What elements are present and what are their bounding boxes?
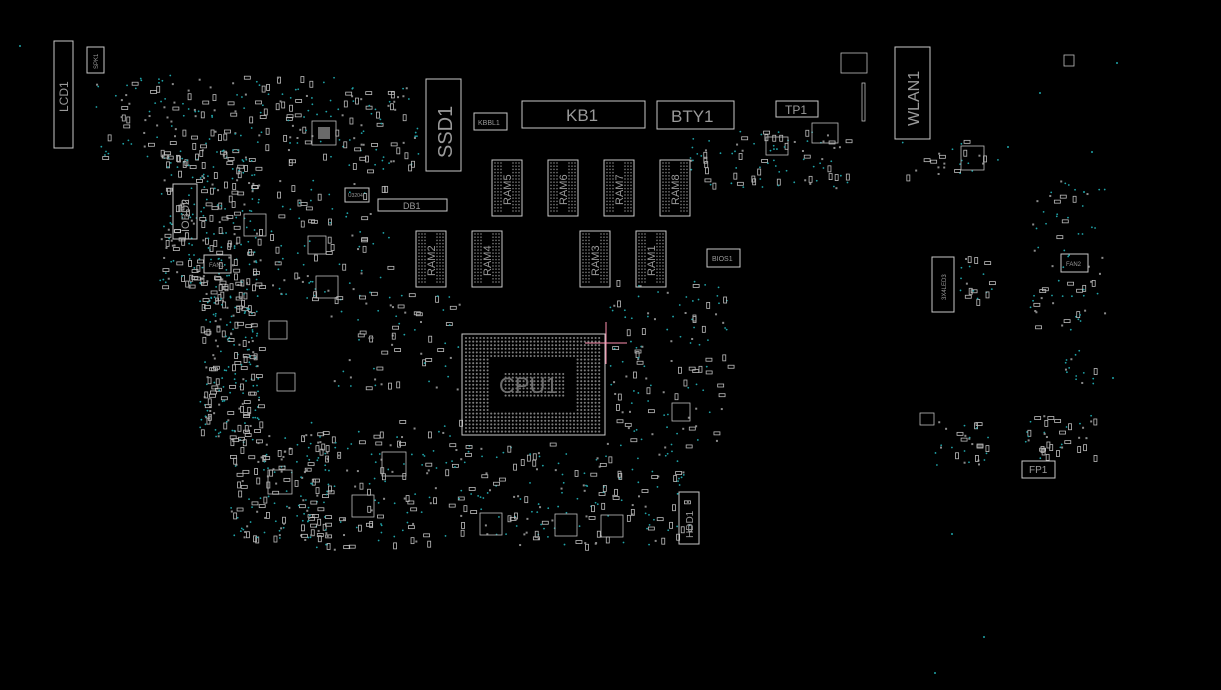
label-fp1: FP1 xyxy=(1029,465,1048,476)
chip-ram1[interactable]: RAM1 xyxy=(635,230,667,288)
label-kb1: KB1 xyxy=(566,106,598,125)
label-fan2: FAN2 xyxy=(1066,262,1082,268)
connector-hdd1[interactable]: HDD1 xyxy=(678,491,700,545)
chip-ram4[interactable]: RAM4 xyxy=(471,230,503,288)
label-ssd1: SSD1 xyxy=(435,106,457,158)
label-ram5: RAM5 xyxy=(502,174,514,205)
component-field xyxy=(19,45,1118,674)
label-kbbl1: KBBL1 xyxy=(478,120,500,127)
connector-ssd1[interactable]: SSD1 xyxy=(425,78,462,172)
misc-parts xyxy=(243,52,1075,538)
label-cpu1: CPU1 xyxy=(499,373,558,398)
label-lcd1: LCD1 xyxy=(57,81,71,112)
label-db1: DB1 xyxy=(403,201,421,211)
chip-cpu1[interactable]: CPU1 xyxy=(461,333,606,436)
connector-tp1[interactable]: TP1 xyxy=(775,100,819,118)
chip-ram3[interactable]: RAM3 xyxy=(579,230,611,288)
connector-fan2[interactable]: FAN2 xyxy=(1060,253,1089,273)
connector-wlan1[interactable]: WLAN1 xyxy=(894,46,931,140)
label-u3204: U3204 xyxy=(348,193,363,199)
label-ram8: RAM8 xyxy=(670,174,682,205)
label-ram7: RAM7 xyxy=(614,174,626,205)
label-iobd2: IOBD2 xyxy=(180,199,192,232)
label-ram3: RAM3 xyxy=(590,245,602,276)
label-bty1: BTY1 xyxy=(671,107,714,126)
label-wlan1: WLAN1 xyxy=(906,71,923,126)
crosshair-cursor xyxy=(585,322,627,364)
connector-kbbl1[interactable]: KBBL1 xyxy=(473,112,508,131)
label-ram2: RAM2 xyxy=(426,245,438,276)
label-spk1: SPK1 xyxy=(94,53,100,69)
label-bios1: BIOS1 xyxy=(712,256,733,263)
connector-spk1[interactable]: SPK1 xyxy=(86,46,105,74)
connector-fp1[interactable]: FP1 xyxy=(1021,460,1056,479)
chip-ram2[interactable]: RAM2 xyxy=(415,230,447,288)
label-ram6: RAM6 xyxy=(558,174,570,205)
chip-ram7[interactable]: RAM7 xyxy=(603,159,635,217)
chip-ram8[interactable]: RAM8 xyxy=(659,159,691,217)
connector-db1[interactable]: DB1 xyxy=(377,198,448,212)
chip-ram6[interactable]: RAM6 xyxy=(547,159,579,217)
label-ram1: RAM1 xyxy=(646,245,658,276)
chip-u3204[interactable]: U3204 xyxy=(344,187,370,203)
chip-ram5[interactable]: RAM5 xyxy=(491,159,523,217)
connector-kb1[interactable]: KB1 xyxy=(521,100,646,129)
label-hdd1: HDD1 xyxy=(685,510,696,538)
label-ram4: RAM4 xyxy=(482,245,494,276)
connector-bty1[interactable]: BTY1 xyxy=(656,100,735,130)
label-3x4led3: 3X4LED3 xyxy=(942,274,948,300)
connector-iobd2[interactable]: IOBD2 xyxy=(172,183,198,240)
connector-fan1[interactable]: FAN1 xyxy=(203,254,232,274)
connector-lcd1[interactable]: LCD1 xyxy=(53,40,74,149)
label-tp1: TP1 xyxy=(785,103,807,117)
connector-3x4led3[interactable]: 3X4LED3 xyxy=(931,256,955,313)
chip-bios1[interactable]: BIOS1 xyxy=(706,248,741,268)
label-fan1: FAN1 xyxy=(209,263,225,269)
cpu1-ball-grid xyxy=(464,336,601,433)
